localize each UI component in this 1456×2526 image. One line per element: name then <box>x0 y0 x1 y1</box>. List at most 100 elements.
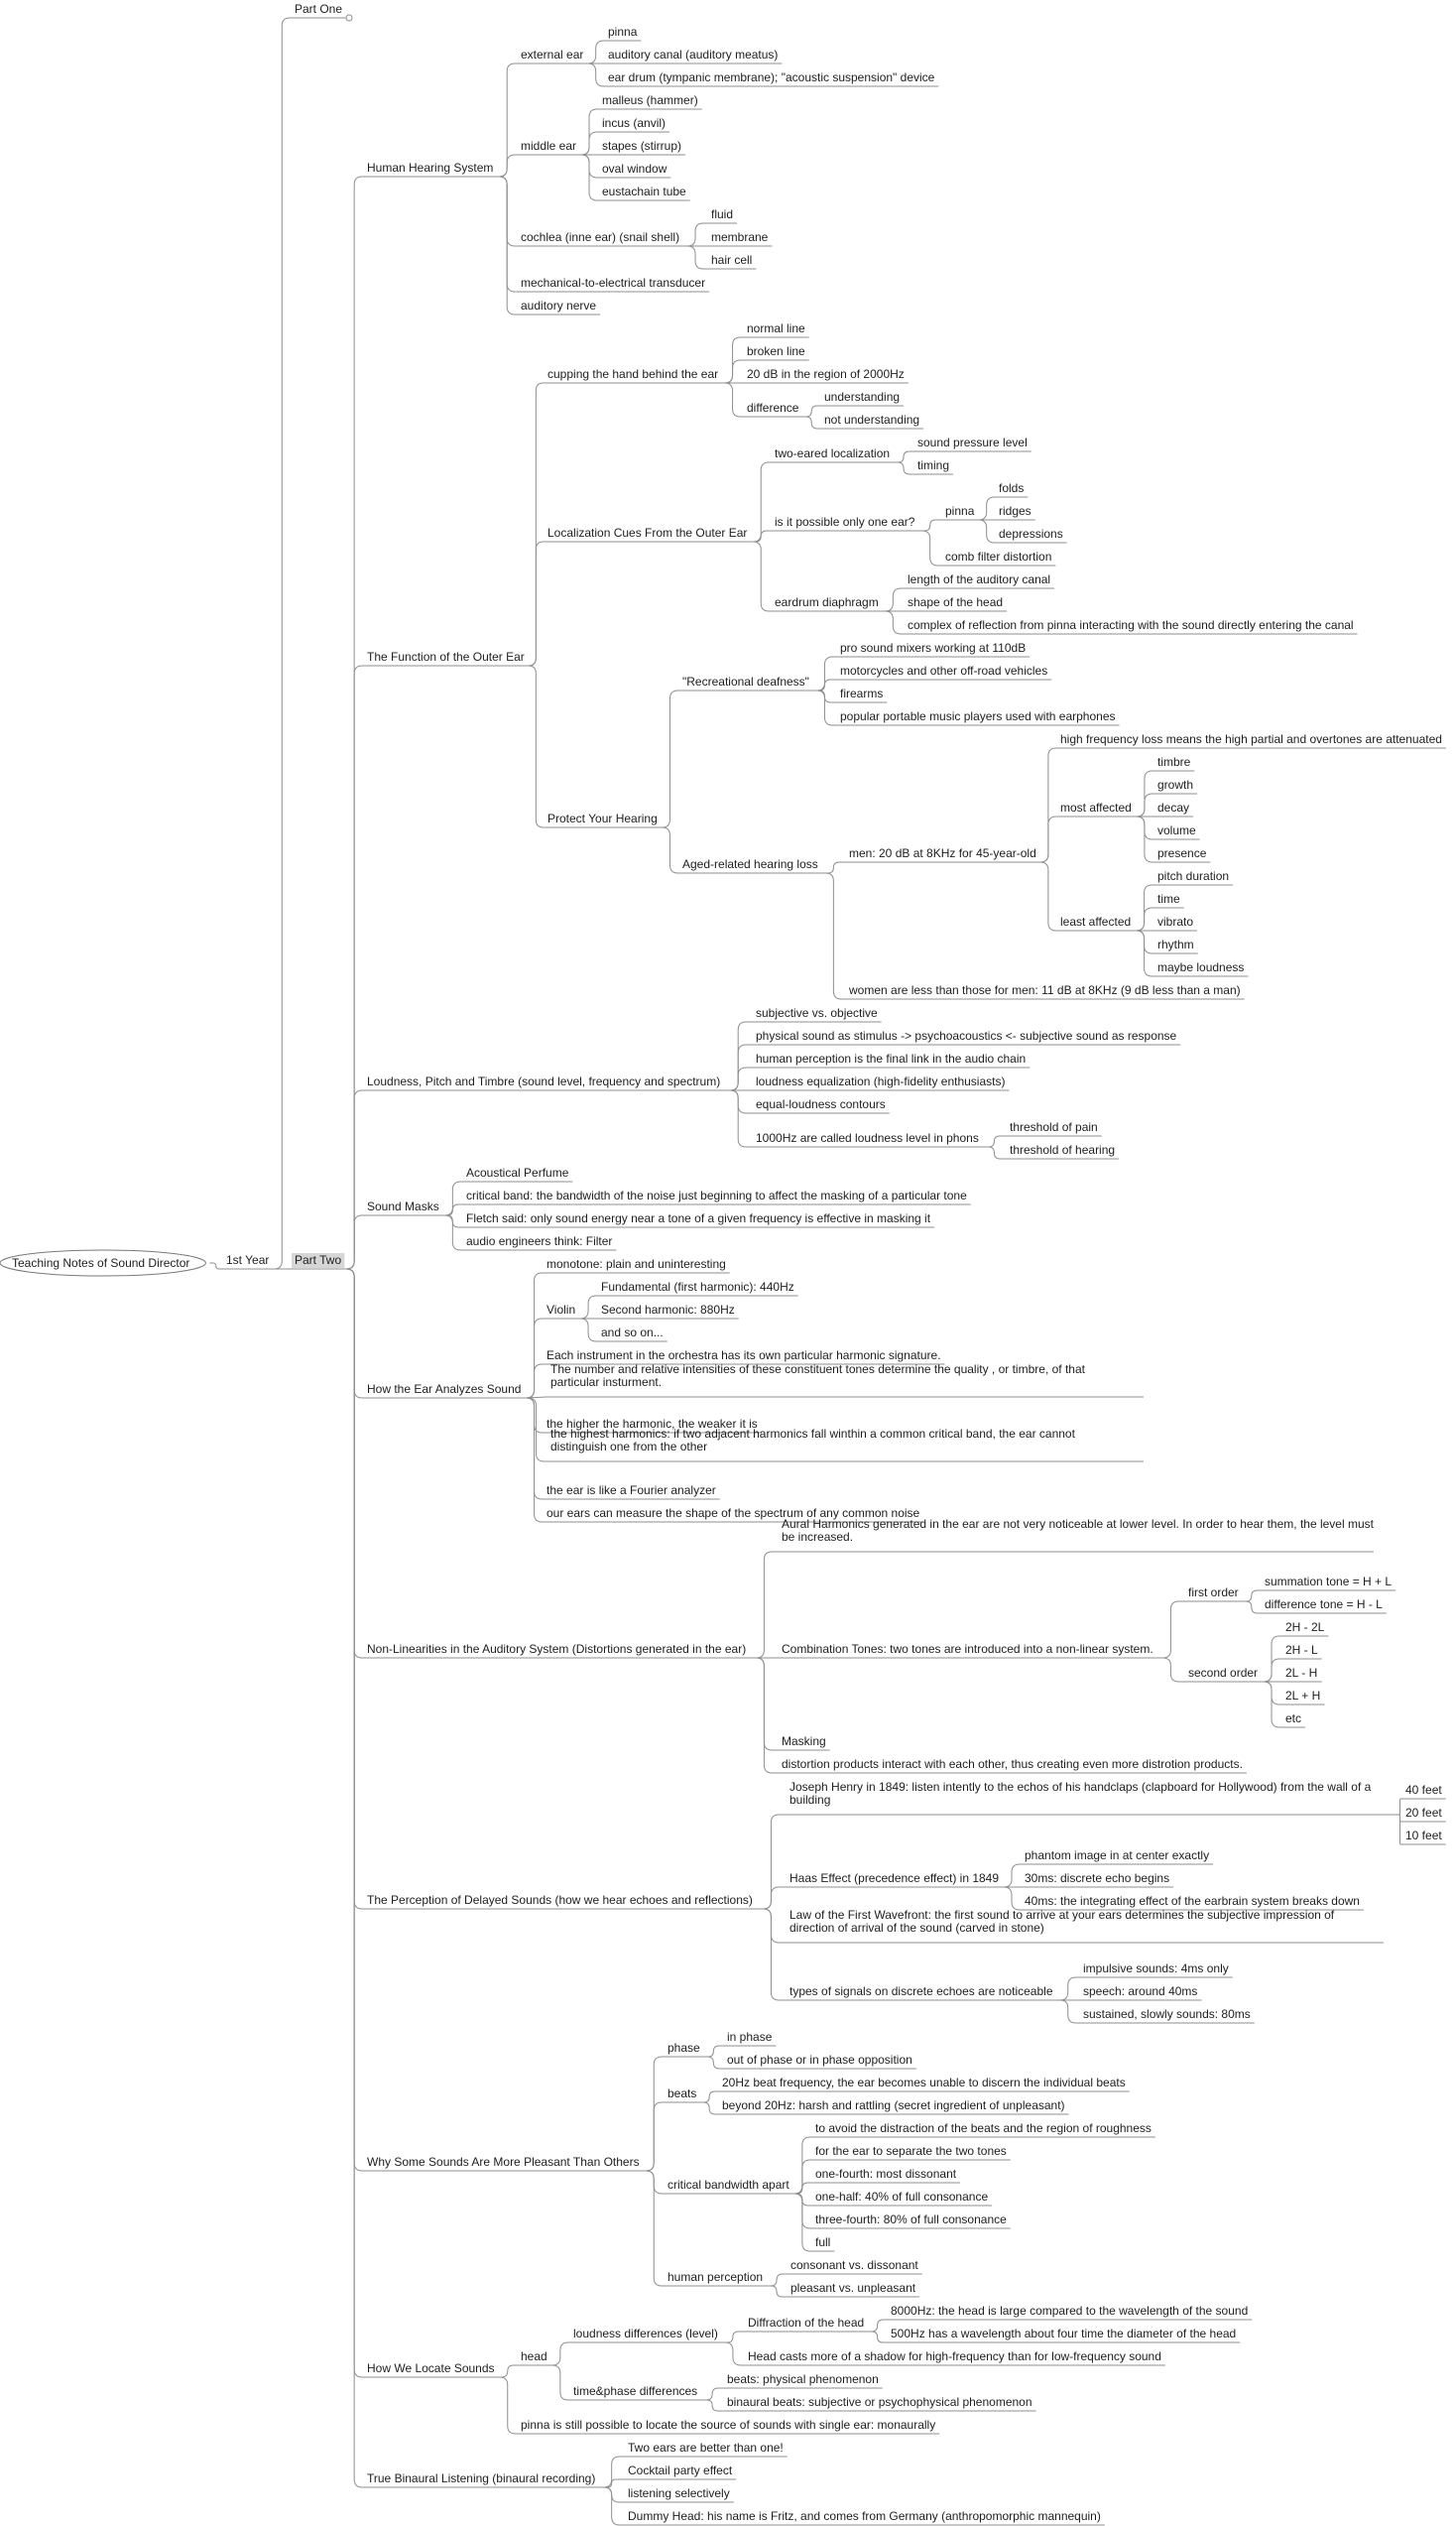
topic-fletch-said-only-sound-energy-near-a-ton[interactable]: Fletch said: only sound energy near a to… <box>462 1211 935 1228</box>
topic-three-fourth-80-of-full-consonance[interactable]: three-fourth: 80% of full consonance <box>811 2212 1011 2229</box>
topic-women-are-less-than-those-for-men-11-db-[interactable]: women are less than those for men: 11 dB… <box>845 983 1245 1000</box>
topic-true-binaural-listening-binaural-recordi[interactable]: True Binaural Listening (binaural record… <box>363 2471 600 2488</box>
topic-non-linearities-in-the-auditory-system-d[interactable]: Non-Linearities in the Auditory System (… <box>363 1642 751 1659</box>
topic-localization-cues-from-the-outer-ear[interactable]: Localization Cues From the Outer Ear <box>544 526 752 543</box>
topic-types-of-signals-on-discrete-echoes-are-[interactable]: types of signals on discrete echoes are … <box>786 1984 1057 2001</box>
topic-sound-pressure-level[interactable]: sound pressure level <box>913 436 1031 452</box>
topic-human-perception-is-the-final-link-in-th[interactable]: human perception is the final link in th… <box>752 1052 1031 1069</box>
topic-fluid[interactable]: fluid <box>707 207 738 224</box>
topic-aged-related-hearing-loss[interactable]: Aged-related hearing loss <box>678 857 822 874</box>
topic-sustained-slowly-sounds-80ms[interactable]: sustained, slowly sounds: 80ms <box>1079 2007 1255 2024</box>
topic-out-of-phase-or-in-phase-opposition[interactable]: out of phase or in phase opposition <box>723 2053 916 2070</box>
topic-cocktail-party-effect[interactable]: Cocktail party effect <box>624 2463 737 2480</box>
topic-oval-window[interactable]: oval window <box>598 162 671 179</box>
topic-the-perception-of-delayed-sounds-how-we-[interactable]: The Perception of Delayed Sounds (how we… <box>363 1893 757 1910</box>
topic-loudness-pitch-and-timbre-sound-level-fr[interactable]: Loudness, Pitch and Timbre (sound level,… <box>363 1074 725 1091</box>
topic-two-eared-localization[interactable]: two-eared localization <box>771 446 895 463</box>
topic-critical-band-the-bandwidth-of-the-noise[interactable]: critical band: the bandwidth of the nois… <box>462 1189 971 1205</box>
topic-rhythm[interactable]: rhythm <box>1153 938 1198 954</box>
topic-middle-ear[interactable]: middle ear <box>517 139 581 156</box>
topic-pinna[interactable]: pinna <box>604 25 642 42</box>
topic-second-order[interactable]: second order <box>1184 1666 1263 1683</box>
topic-the-highest-harmonics-if-two-adjacent-ha[interactable]: the highest harmonics: if two adjacent h… <box>546 1427 1144 1462</box>
topic-growth[interactable]: growth <box>1153 778 1198 795</box>
topic-2h-2l[interactable]: 2H - 2L <box>1281 1620 1329 1637</box>
topic-equal-loudness-contours[interactable]: equal-loudness contours <box>752 1097 890 1114</box>
topic-mechanical-to-electrical-transducer[interactable]: mechanical-to-electrical transducer <box>517 276 710 293</box>
topic-malleus-hammer[interactable]: malleus (hammer) <box>598 93 702 110</box>
topic-beats-physical-phenomenon[interactable]: beats: physical phenomenon <box>723 2372 883 2389</box>
topic-eardrum-diaphragm[interactable]: eardrum diaphragm <box>771 595 883 612</box>
topic-fundamental-first-harmonic-440hz[interactable]: Fundamental (first harmonic): 440Hz <box>597 1280 798 1297</box>
topic-head-casts-more-of-a-shadow-for-high-fre[interactable]: Head casts more of a shadow for high-fre… <box>744 2349 1165 2366</box>
central-topic[interactable]: Teaching Notes of Sound Director <box>0 1249 206 1277</box>
topic-difference[interactable]: difference <box>743 401 803 418</box>
topic-combination-tones-two-tones-are-introduc[interactable]: Combination Tones: two tones are introdu… <box>778 1642 1157 1659</box>
topic-auditory-nerve[interactable]: auditory nerve <box>517 299 601 316</box>
topic-firearms[interactable]: firearms <box>836 687 888 703</box>
topic-recreational-deafness[interactable]: "Recreational deafness" <box>678 675 813 692</box>
topic-head[interactable]: head <box>517 2349 551 2366</box>
topic-two-ears-are-better-than-one[interactable]: Two ears are better than one! <box>624 2441 788 2458</box>
topic-time-phase-differences[interactable]: time&phase differences <box>569 2384 702 2401</box>
topic-our-ears-can-measure-the-shape-of-the-sp[interactable]: our ears can measure the shape of the sp… <box>543 1506 924 1523</box>
topic-phase[interactable]: phase <box>664 2041 704 2058</box>
topic-acoustical-perfume[interactable]: Acoustical Perfume <box>462 1166 573 1183</box>
topic-cochlea-inne-ear-snail-shell[interactable]: cochlea (inne ear) (snail shell) <box>517 230 684 247</box>
topic-complex-of-reflection-from-pinna-interac[interactable]: complex of reflection from pinna interac… <box>904 618 1358 635</box>
topic-subjective-vs-objective[interactable]: subjective vs. objective <box>752 1006 882 1023</box>
topic-protect-your-hearing[interactable]: Protect Your Hearing <box>544 812 662 828</box>
topic-to-avoid-the-distraction-of-the-beats-an[interactable]: to avoid the distraction of the beats an… <box>811 2121 1155 2138</box>
topic-sound-masks[interactable]: Sound Masks <box>363 1200 443 1216</box>
topic-loudness-differences-level[interactable]: loudness differences (level) <box>569 2327 722 2343</box>
topic-most-affected[interactable]: most affected <box>1056 801 1136 818</box>
topic-phantom-image-in-at-center-exactly[interactable]: phantom image in at center exactly <box>1021 1848 1214 1865</box>
topic-pitch-duration[interactable]: pitch duration <box>1153 869 1234 886</box>
topic-the-ear-is-like-a-fourier-analyzer[interactable]: the ear is like a Fourier analyzer <box>543 1483 720 1500</box>
topic-is-it-possible-only-one-ear[interactable]: is it possible only one ear? <box>771 515 919 532</box>
topic-external-ear[interactable]: external ear <box>517 48 588 64</box>
topic-one-fourth-most-dissonant[interactable]: one-fourth: most dissonant <box>811 2167 961 2184</box>
topic-and-so-on[interactable]: and so on... <box>597 1326 667 1342</box>
topic-auditory-canal-auditory-meatus[interactable]: auditory canal (auditory meatus) <box>604 48 783 64</box>
topic-the-function-of-the-outer-ear[interactable]: The Function of the Outer Ear <box>363 650 529 667</box>
topic-popular-portable-music-players-used-with[interactable]: popular portable music players used with… <box>836 709 1120 726</box>
topic-volume[interactable]: volume <box>1153 823 1200 840</box>
topic-timbre[interactable]: timbre <box>1153 755 1195 772</box>
topic-vibrato[interactable]: vibrato <box>1153 915 1198 932</box>
topic-law-of-the-first-wavefront-the-first-sou[interactable]: Law of the First Wavefront: the first so… <box>786 1908 1384 1944</box>
topic-human-hearing-system[interactable]: Human Hearing System <box>363 161 498 178</box>
topic-20-feet[interactable]: 20 feet <box>1401 1806 1446 1823</box>
topic-stapes-stirrup[interactable]: stapes (stirrup) <box>598 139 686 156</box>
topic-folds[interactable]: folds <box>995 481 1029 498</box>
topic-full[interactable]: full <box>811 2235 835 2252</box>
topic-maybe-loudness[interactable]: maybe loudness <box>1153 960 1249 977</box>
topic-one-half-40-of-full-consonance[interactable]: one-half: 40% of full consonance <box>811 2190 993 2207</box>
topic-the-number-and-relative-intensities-of-t[interactable]: The number and relative intensities of t… <box>546 1362 1144 1398</box>
topic-ridges[interactable]: ridges <box>995 504 1035 521</box>
topic-diffraction-of-the-head[interactable]: Diffraction of the head <box>744 2316 869 2333</box>
topic-the-higher-the-harmonic-the-weaker-it-is[interactable]: the higher the harmonic, the weaker it i… <box>543 1417 762 1434</box>
topic-violin[interactable]: Violin <box>543 1303 580 1320</box>
topic-incus-anvil[interactable]: incus (anvil) <box>598 116 670 133</box>
topic-motorcycles-and-other-off-road-vehicles[interactable]: motorcycles and other off-road vehicles <box>836 664 1052 681</box>
topic-each-instrument-in-the-orchestra-has-its[interactable]: Each instrument in the orchestra has its… <box>543 1348 945 1365</box>
topic-critical-bandwidth-apart[interactable]: critical bandwidth apart <box>664 2178 793 2195</box>
collapse-toggle-icon[interactable] <box>345 14 353 22</box>
topic-500hz-has-a-wavelength-about-four-time-t[interactable]: 500Hz has a wavelength about four time t… <box>887 2327 1241 2343</box>
topic-etc[interactable]: etc <box>1281 1711 1306 1728</box>
topic-part-one[interactable]: Part One <box>291 2 353 22</box>
topic-in-phase[interactable]: in phase <box>723 2030 777 2047</box>
topic-dummy-head-his-name-is-fritz-and-comes-f[interactable]: Dummy Head: his name is Fritz, and comes… <box>624 2509 1105 2526</box>
topic-listening-selectively[interactable]: listening selectively <box>624 2486 734 2503</box>
topic-men-20-db-at-8khz-for-45-year-old[interactable]: men: 20 dB at 8KHz for 45-year-old <box>845 846 1040 863</box>
topic-2l-h[interactable]: 2L - H <box>1281 1666 1322 1683</box>
topic-aural-harmonics-generated-in-the-ear-are[interactable]: Aural Harmonics generated in the ear are… <box>778 1517 1375 1553</box>
topic-how-the-ear-analyzes-sound[interactable]: How the Ear Analyzes Sound <box>363 1382 527 1399</box>
topic-2h-l[interactable]: 2H - L <box>1281 1643 1322 1660</box>
topic-time[interactable]: time <box>1153 892 1184 909</box>
topic-haas-effect-precedence-effect-in-1849[interactable]: Haas Effect (precedence effect) in 1849 <box>786 1871 1004 1888</box>
topic-impulsive-sounds-4ms-only[interactable]: impulsive sounds: 4ms only <box>1079 1961 1233 1978</box>
topic-understanding[interactable]: understanding <box>820 390 905 407</box>
topic-audio-engineers-think-filter[interactable]: audio engineers think: Filter <box>462 1234 617 1251</box>
